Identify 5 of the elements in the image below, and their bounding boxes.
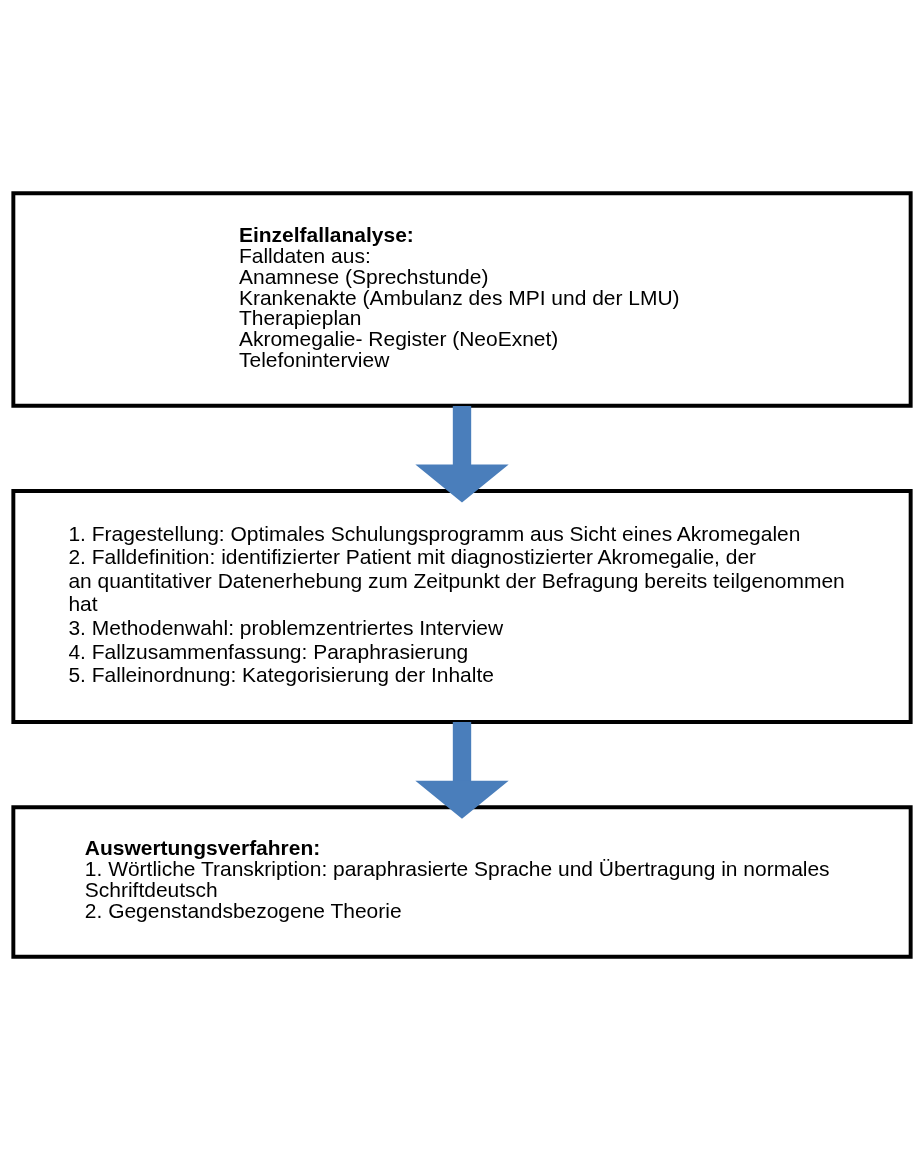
node-box: Einzelfallanalyse: Falldaten aus: Anamnese (Sprechstunde) Krankenakte (Ambulanz des MPI und der LMU) Therapieplan Akromegalie- Register (NeoExnet) Telefoninterview (11, 190, 913, 408)
node-box: Auswertungsverfahren: 1. Wörtliche Transkription: paraphrasierte Sprache und Übertragung in normales Schriftdeutsch 2. Gegenstandsbezogene Theorie (11, 804, 913, 959)
node-box: 1. Fragestellung: Optimales Schulungsprogramm aus Sicht eines Akromegalen 2. Falldefinition: identifizierter Patient mit diagnostizierter Akromegalie, der an quantitativer Datenerhebung zum Zeitpunkt der Befragung bereits teilgenommen hat 3. Methodenwahl: problemzentriertes Interview 4. Fallzusammenfassung: Paraphrasierung 5. Falleinordnung: Kategorisierung der Inhalte (11, 488, 913, 724)
arrow (415, 721, 509, 819)
arrow (415, 405, 509, 502)
